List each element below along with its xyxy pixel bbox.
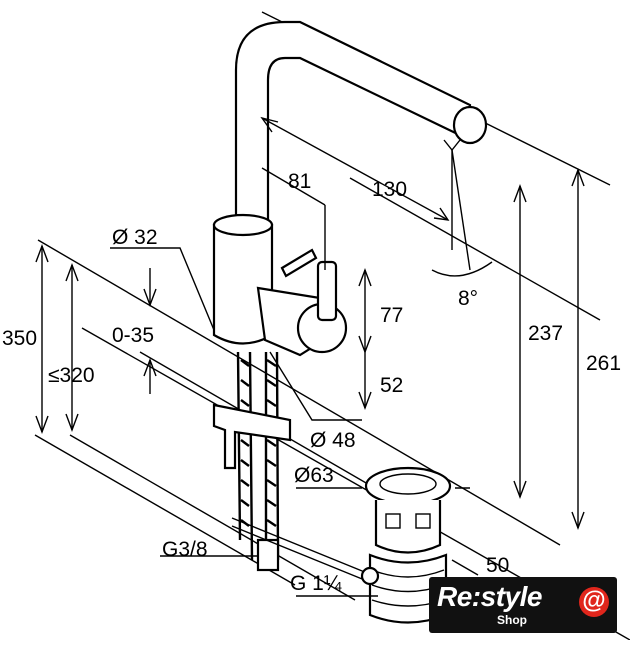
waste-slot-2 xyxy=(415,513,431,529)
spout-outlet xyxy=(452,105,488,145)
label-350: 350 xyxy=(2,327,37,350)
label-237: 237 xyxy=(528,322,563,345)
dim-130-arrows xyxy=(260,116,450,221)
leader-48 xyxy=(269,351,362,421)
faucet-spout xyxy=(234,20,493,277)
waste-plug xyxy=(379,473,437,495)
label-320: ≤320 xyxy=(48,364,95,387)
pivot-ball xyxy=(360,566,380,586)
hoses-and-fixing xyxy=(212,351,292,572)
label-130: 130 xyxy=(372,178,407,201)
angle-arc xyxy=(431,261,493,277)
dim-261-arrows xyxy=(571,168,585,530)
angle-line xyxy=(451,149,471,271)
floor-line-1 xyxy=(34,434,296,586)
hose-right-braid xyxy=(266,359,277,527)
label-body-diameter: Ø 32 xyxy=(112,226,158,249)
logo-main-text: Re:style xyxy=(437,581,542,612)
label-waste-diameter: Ø63 xyxy=(294,464,334,487)
logo-at-icon: @ xyxy=(579,587,609,617)
waste-body xyxy=(374,500,442,554)
dim-320-arrows xyxy=(65,263,79,432)
lever-handle xyxy=(316,260,338,322)
label-52: 52 xyxy=(380,374,403,397)
aerator-mark xyxy=(443,139,461,152)
label-81: 81 xyxy=(288,170,311,193)
label-adjust-range: 0-35 xyxy=(112,324,154,347)
dim-035-bottom-arrow xyxy=(143,358,157,377)
pull-rod-2 xyxy=(231,525,373,584)
label-g38: G3/8 xyxy=(162,538,208,561)
dim-350-arrows xyxy=(35,244,49,434)
body-top xyxy=(212,213,274,237)
label-base-diameter: Ø 48 xyxy=(310,429,356,452)
hose-left-braid xyxy=(240,359,250,527)
outlet-reference-line xyxy=(349,177,601,321)
pop-up-waste xyxy=(231,466,452,624)
dim-237-arrows xyxy=(513,184,527,499)
logo-sub-text: Shop xyxy=(497,613,527,627)
dim-130-line xyxy=(261,117,449,221)
hose-right xyxy=(264,351,280,561)
lever-pin xyxy=(280,248,318,278)
label-angle: 8° xyxy=(458,287,478,310)
label-77: 77 xyxy=(380,304,403,327)
dim-52-arrows xyxy=(358,391,372,410)
waste-slot-1 xyxy=(385,513,401,529)
floor-line-2 xyxy=(69,434,356,601)
leader-50 xyxy=(451,559,479,576)
label-50: 50 xyxy=(486,554,509,577)
label-g114: G 1¼ xyxy=(290,572,342,595)
dim-035-top-arrow xyxy=(143,288,157,307)
hose-connector xyxy=(256,538,280,572)
dimension-labels: 130 81 Ø 32 8° 261 237 77 52 0-35 350 ≤3… xyxy=(2,170,621,595)
mixer-body xyxy=(212,213,348,357)
label-261: 261 xyxy=(586,352,621,375)
fixing-bracket xyxy=(212,403,292,470)
spout-body xyxy=(234,20,472,227)
dimension-lines xyxy=(35,116,585,597)
dim-81-line xyxy=(261,167,326,206)
restyle-shop-logo: Re:style Shop @ xyxy=(429,577,617,633)
countertop-top-line xyxy=(37,239,561,546)
leader-32 xyxy=(110,247,215,331)
pull-rod xyxy=(231,517,373,576)
